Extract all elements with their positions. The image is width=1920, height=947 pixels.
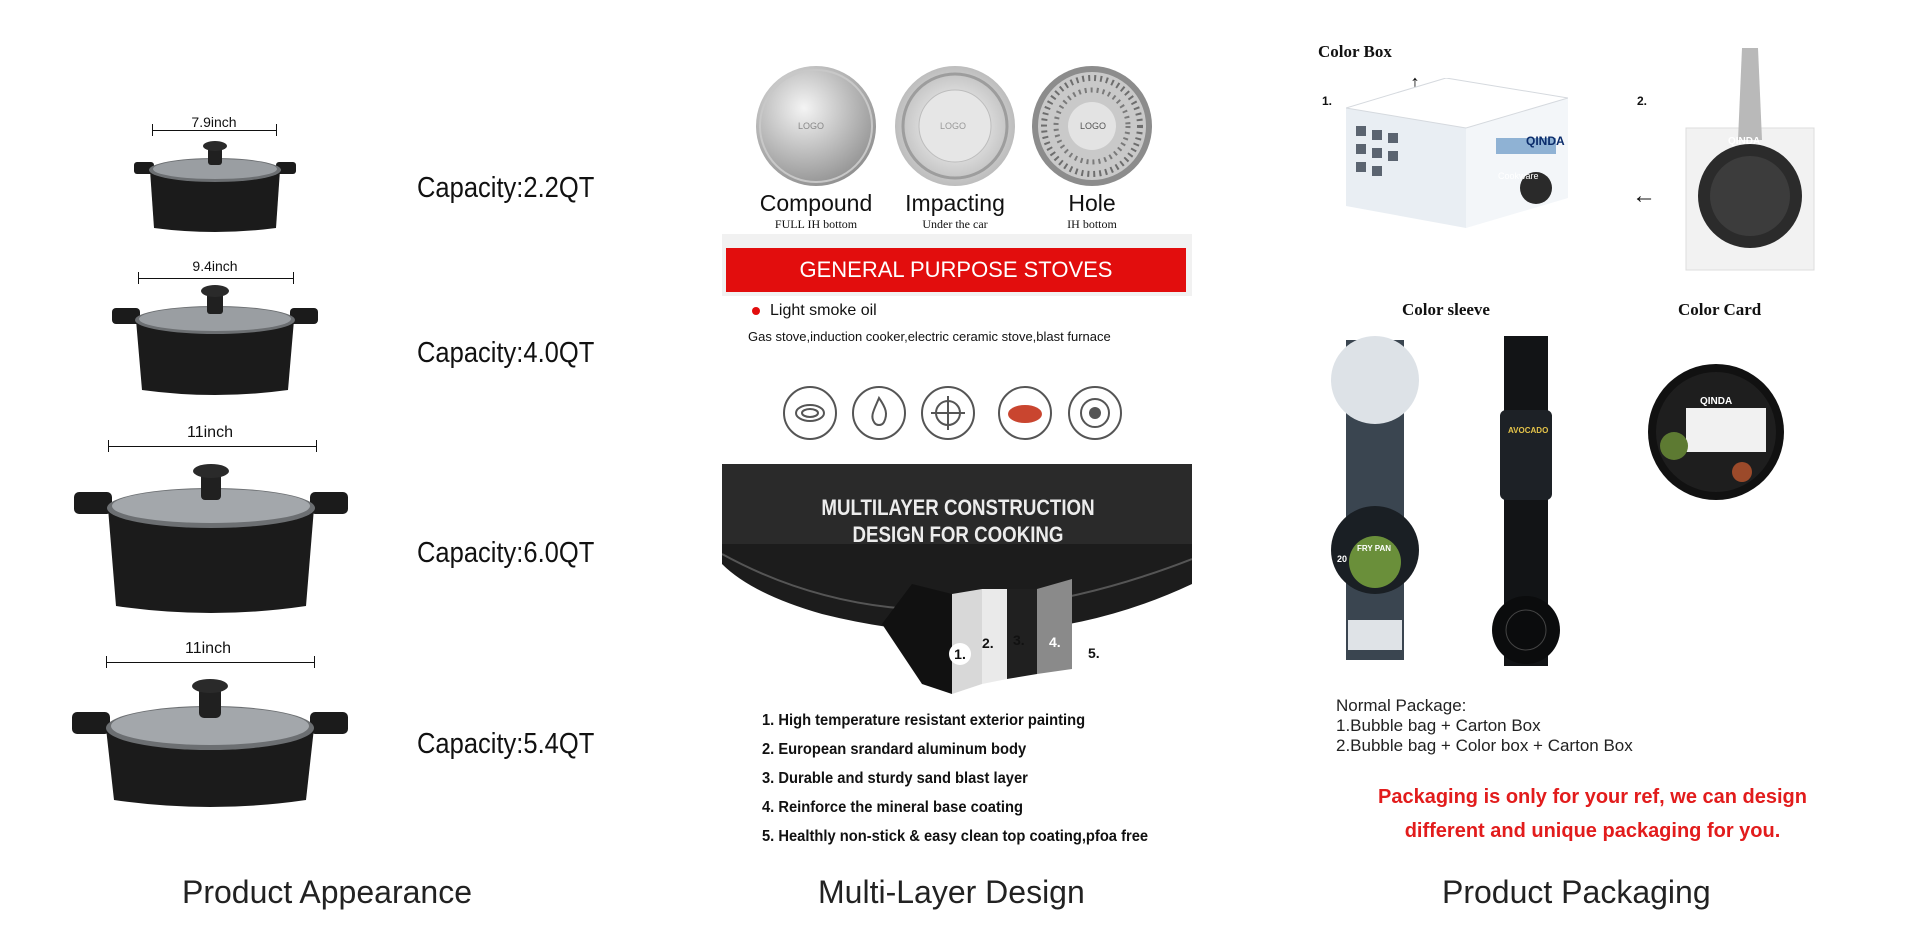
pot-dimension: 11inch (187, 424, 233, 441)
hole-bottom-disc (1032, 66, 1152, 186)
dimension-line (106, 662, 314, 663)
color-card-image (1648, 364, 1784, 500)
layer-marker: 4. (1049, 634, 1061, 650)
sleeve-size: 20 (1337, 554, 1348, 564)
sleeve2-product: AVOCADO (1508, 426, 1549, 435)
sleeve-product: FRY PAN (1357, 544, 1392, 553)
radiant-hob-icon (1068, 386, 1122, 440)
dimension-tick (293, 272, 294, 284)
compound-bottom-disc (756, 66, 876, 186)
dimension-tick (152, 124, 153, 136)
layer-marker: 2. (982, 635, 994, 651)
notice-line-1: Packaging is only for your ref, we can d… (1377, 786, 1807, 808)
multilayer-pan-graphic (722, 464, 1192, 694)
layer-list: 1. High temperature resistant exterior p… (762, 712, 1182, 857)
card-brand: QINDA (1700, 396, 1733, 407)
layer-marker: 1. (949, 643, 971, 665)
pan-box-brand: QINDA (1728, 136, 1761, 147)
arrow-left-icon: ← (1632, 182, 1656, 209)
oil-note: Light smoke oil (770, 302, 877, 319)
color-box-image (1346, 78, 1568, 228)
gas-burner-icon (921, 386, 975, 440)
pot-dimension: 7.9inch (191, 114, 237, 130)
arrow-up-icon: ↑ (1410, 72, 1420, 94)
dimension-line (138, 278, 293, 279)
capacity-label: Capacity:4.0QT (417, 337, 595, 369)
section-label-packaging: Product Packaging (1442, 874, 1711, 910)
fry-pan-box-image (1685, 48, 1815, 271)
list-item: 2. European srandard aluminum body (762, 741, 1027, 758)
disc-logo: LOGO (1080, 121, 1107, 131)
packaging-notice: Packaging is only for your ref, we can d… (1330, 780, 1855, 848)
disc-logo: LOGO (940, 121, 967, 131)
dimension-tick (108, 440, 109, 452)
dimension-tick (106, 656, 107, 668)
list-item: 5. Healthly non-stick & easy clean top c… (762, 828, 1149, 845)
dimension-tick (138, 272, 139, 284)
compound-label: Compound FULL IH bottom (746, 190, 886, 232)
flame-icon (852, 386, 906, 440)
color-sleeve-2-image (1492, 336, 1560, 666)
list-item: 4. Reinforce the mineral base coating (762, 799, 1023, 816)
pot-5-4qt-image (72, 679, 348, 807)
capacity-label: Capacity:5.4QT (417, 728, 595, 760)
disc-logo: LOGO (798, 121, 825, 131)
capacity-label: Capacity:2.2QT (417, 172, 595, 204)
stoves-banner: GENERAL PURPOSE STOVES (726, 248, 1186, 292)
normal-option-1: 1.Bubble bag + Carton Box (1336, 716, 1541, 735)
construction-title: MULTILAYER CONSTRUCTION DESIGN FOR COOKI… (814, 494, 1103, 548)
marker-2: 2. (1637, 94, 1648, 108)
dimension-tick (314, 656, 315, 668)
bottom-subtitle: IH bottom (1067, 217, 1117, 231)
bullet-dot (752, 307, 760, 315)
color-card-label: Color Card (1678, 300, 1762, 319)
impacting-bottom-disc (895, 66, 1015, 186)
marker-1: 1. (1322, 94, 1333, 108)
pot-6-0qt-image (74, 464, 348, 613)
construction-title-line-1: MULTILAYER CONSTRUCTION (821, 495, 1095, 520)
hole-label: Hole IH bottom (1022, 190, 1162, 232)
stove-types: Gas stove,induction cooker,electric cera… (748, 329, 1111, 344)
bottom-subtitle: Under the car (922, 217, 988, 231)
pot-2-2qt-image (134, 141, 296, 232)
normal-title: Normal Package: (1336, 696, 1467, 715)
bottom-title: Impacting (905, 190, 1005, 216)
pot-dimension: 11inch (185, 640, 231, 657)
ceramic-plate-icon (998, 386, 1052, 440)
section-label-design: Multi-Layer Design (818, 874, 1085, 910)
dimension-tick (276, 124, 277, 136)
induction-coil-icon (783, 386, 837, 440)
construction-title-line-2: DESIGN FOR COOKING (852, 522, 1064, 547)
notice-line-2: different and unique packaging for you. (1404, 820, 1781, 842)
impacting-label: Impacting Under the car (885, 190, 1025, 232)
dimension-line (152, 130, 276, 131)
dimension-tick (316, 440, 317, 452)
list-item: 3. Durable and sturdy sand blast layer (762, 770, 1028, 787)
box-brand: QINDA (1526, 134, 1565, 148)
list-item: 1. High temperature resistant exterior p… (762, 712, 1086, 729)
color-sleeve-label: Color sleeve (1402, 300, 1490, 319)
normal-package: Normal Package: 1.Bubble bag + Carton Bo… (1336, 696, 1633, 756)
box-text: Cookware (1498, 171, 1539, 181)
dimension-line (108, 446, 316, 447)
bottom-subtitle: FULL IH bottom (774, 217, 858, 231)
section-label-appearance: Product Appearance (182, 874, 472, 910)
bottom-title: Compound (759, 190, 873, 216)
color-sleeve-1-image (1331, 336, 1419, 660)
color-box-label: Color Box (1318, 42, 1392, 61)
normal-option-2: 2.Bubble bag + Color box + Carton Box (1336, 736, 1633, 755)
layer-marker: 5. (1088, 645, 1100, 661)
bottom-title: Hole (1068, 190, 1116, 216)
pot-dimension: 9.4inch (192, 258, 238, 274)
layer-marker: 3. (1013, 632, 1025, 648)
capacity-label: Capacity:6.0QT (417, 537, 595, 569)
pot-4-0qt-image (112, 285, 318, 395)
